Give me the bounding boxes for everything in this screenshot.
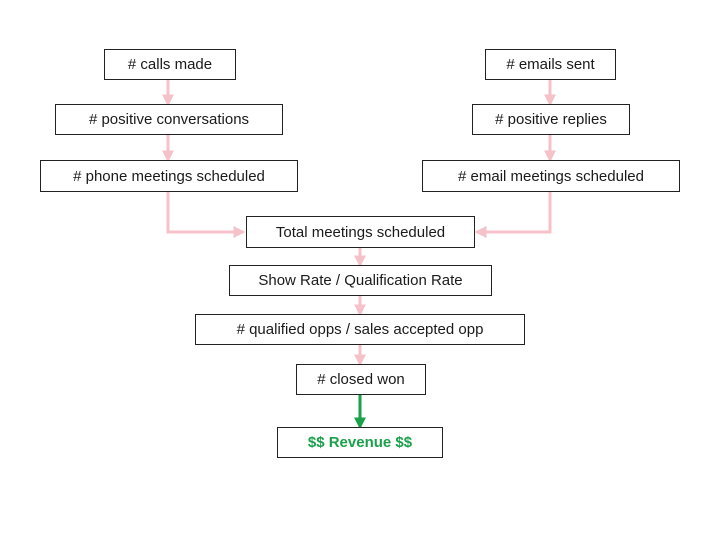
node-show-rate-qualification-rate: Show Rate / Qualification Rate (229, 265, 492, 296)
node-positive-conversations: # positive conversations (55, 104, 283, 135)
node-total-meetings-scheduled: Total meetings scheduled (246, 216, 475, 248)
node-positive-replies: # positive replies (472, 104, 630, 135)
node-phone-meetings-scheduled: # phone meetings scheduled (40, 160, 298, 192)
arrow-phone-meetings-to-total (166, 192, 246, 238)
node-emails-sent: # emails sent (485, 49, 616, 80)
arrow-email-meetings-to-total (474, 192, 552, 238)
node-closed-won: # closed won (296, 364, 426, 395)
node-qualified-opps: # qualified opps / sales accepted opp (195, 314, 525, 345)
node-email-meetings-scheduled: # email meetings scheduled (422, 160, 680, 192)
node-revenue: $$ Revenue $$ (277, 427, 443, 458)
node-calls-made: # calls made (104, 49, 236, 80)
